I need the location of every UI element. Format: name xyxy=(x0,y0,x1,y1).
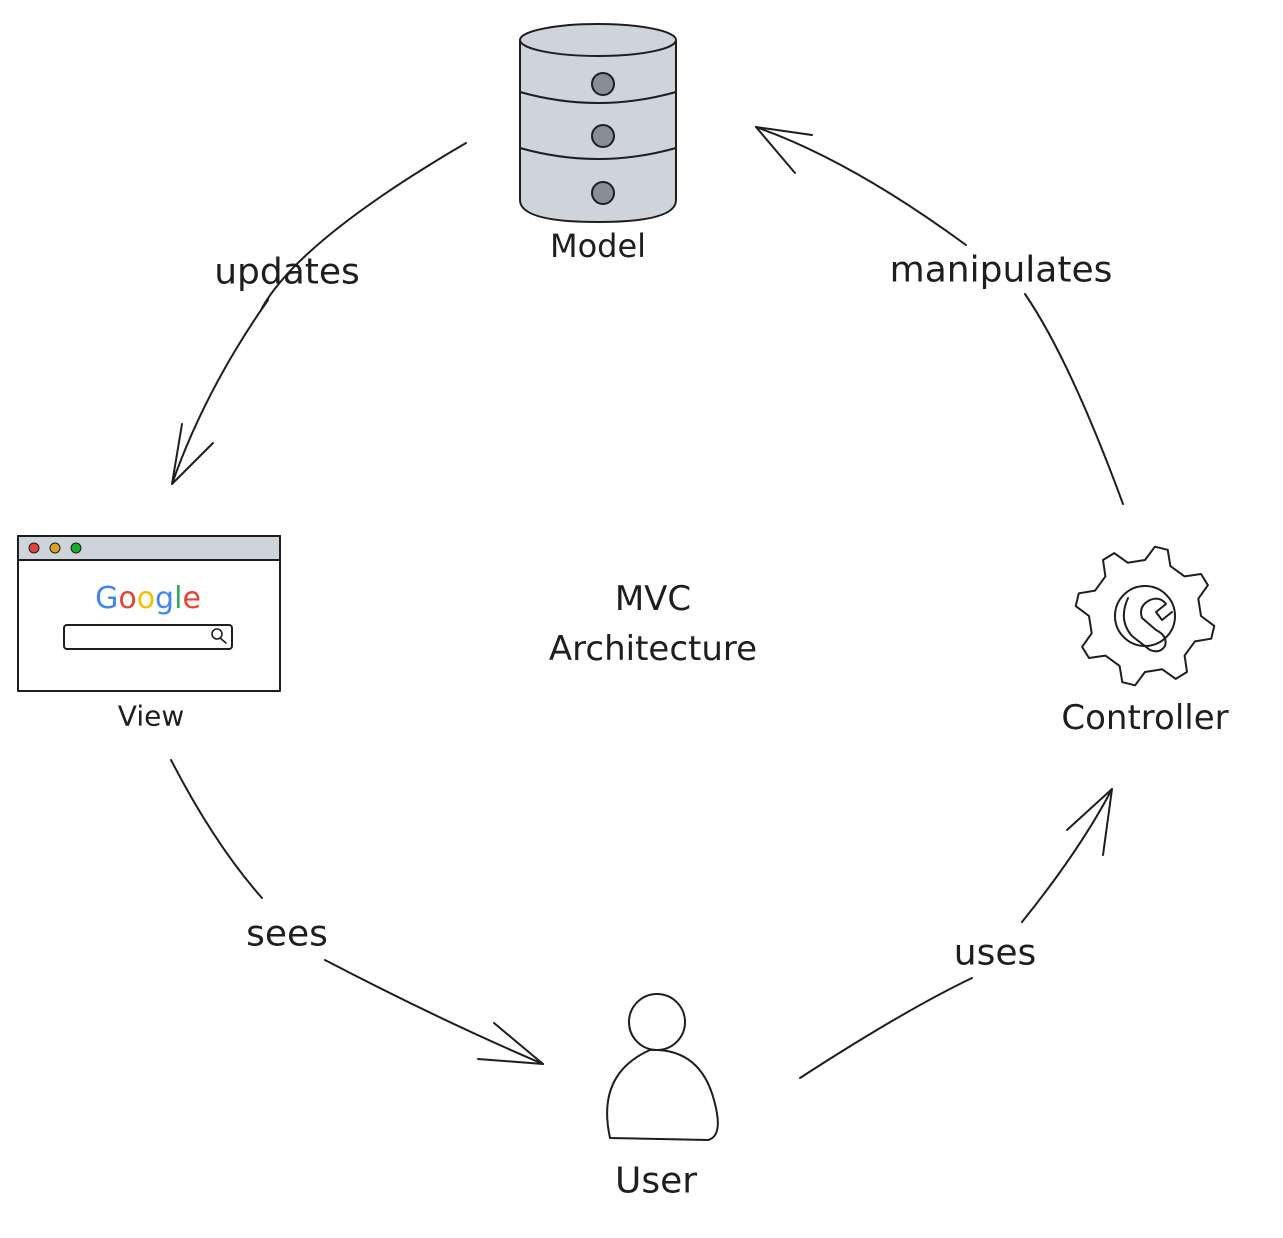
title-line-2: Architecture xyxy=(548,629,758,669)
edge-label-sees: sees xyxy=(246,913,328,955)
traffic-light-yellow xyxy=(49,542,61,554)
node-label-view: View xyxy=(117,699,185,733)
edge-sees-arrow xyxy=(170,759,544,1065)
user-icon xyxy=(606,993,719,1141)
node-label-user: User xyxy=(614,1160,698,1202)
edge-manipulates-arrow xyxy=(755,126,1124,505)
edge-updates-arrow xyxy=(171,142,467,485)
database-icon xyxy=(519,23,677,223)
browser-window-icon: Google xyxy=(17,535,281,692)
edge-uses-arrow xyxy=(799,788,1113,1079)
traffic-light-red xyxy=(28,542,40,554)
title-line-1: MVC xyxy=(614,579,692,619)
edge-label-manipulates: manipulates xyxy=(889,249,1113,291)
gear-wrench-icon xyxy=(1074,545,1216,687)
search-input xyxy=(63,624,233,650)
traffic-light-green xyxy=(70,542,82,554)
node-label-controller: Controller xyxy=(1061,698,1229,738)
diagram-title: MVC Architecture xyxy=(549,574,757,674)
edge-label-uses: uses xyxy=(953,932,1037,974)
search-icon xyxy=(211,628,227,644)
edge-label-updates: updates xyxy=(214,251,360,293)
google-logo: Google xyxy=(95,581,201,616)
node-label-model: Model xyxy=(549,227,647,265)
